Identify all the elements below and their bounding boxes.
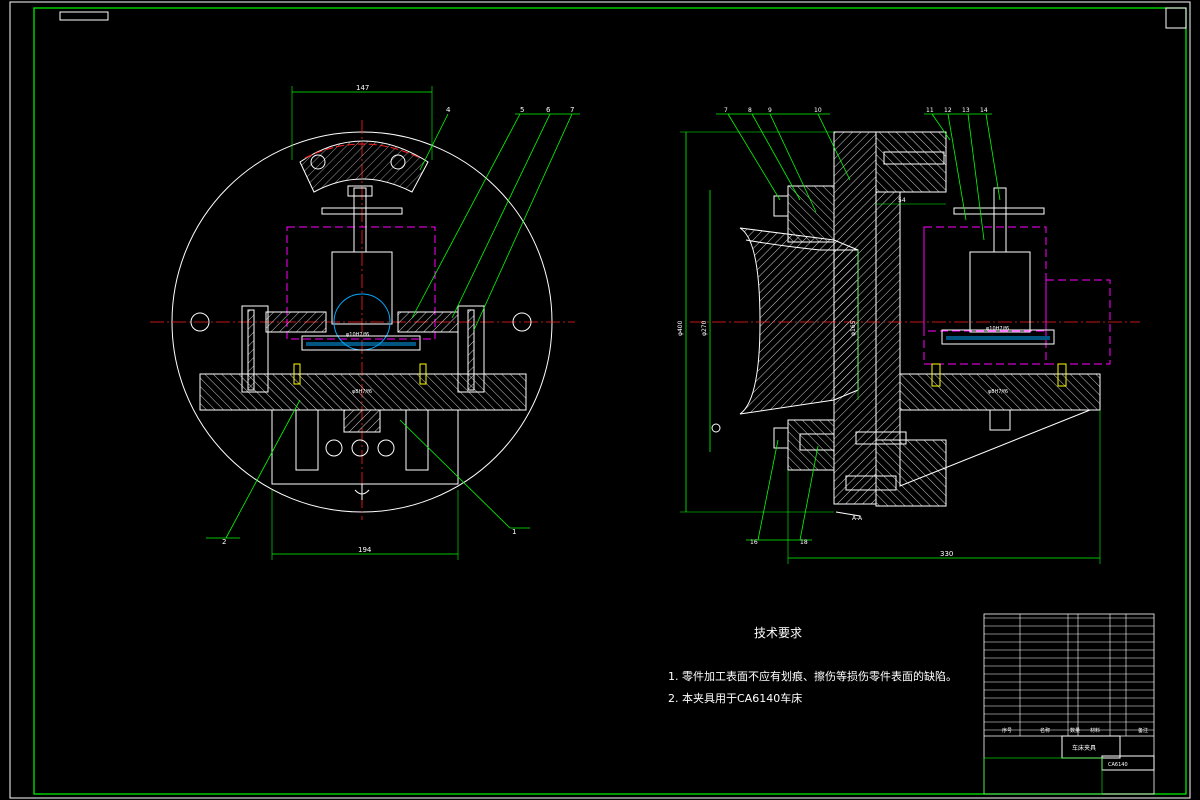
right-section-view bbox=[680, 113, 1140, 564]
drawing-frame bbox=[9, 1, 1191, 799]
technical-requirements-title: 技术要求 bbox=[754, 626, 803, 640]
bom-header-note: 备注 bbox=[1138, 727, 1148, 734]
callout-right-9: 9 bbox=[768, 107, 772, 114]
dim-left-center-fit: φ10H7/f6 bbox=[346, 332, 369, 338]
callout-right-18: 18 bbox=[800, 539, 808, 546]
dim-bottom-width: 194 bbox=[358, 546, 372, 554]
section-label: A-A bbox=[852, 515, 863, 522]
callout-right-7: 7 bbox=[724, 107, 728, 114]
bom-header-qty: 数量 bbox=[1070, 727, 1080, 734]
callout-left-5: 5 bbox=[520, 106, 524, 114]
callout-right-12: 12 bbox=[944, 107, 952, 114]
dim-dia-270: φ270 bbox=[701, 320, 708, 336]
dim-right-54: 54 bbox=[898, 197, 906, 204]
technical-requirement-1: 1. 零件加工表面不应有划痕、擦伤等损伤零件表面的缺陷。 bbox=[668, 670, 957, 683]
dim-dia-400: φ400 bbox=[677, 320, 684, 336]
callout-right-14: 14 bbox=[980, 107, 988, 114]
dim-dia-165: φ165 bbox=[850, 320, 857, 336]
dim-left-base-fit: φ8H7/f6 bbox=[352, 389, 372, 395]
bom-header-seq: 序号 bbox=[1002, 727, 1012, 734]
callout-left-7: 7 bbox=[570, 106, 574, 114]
left-front-view bbox=[150, 86, 580, 560]
dim-top-width: 147 bbox=[356, 84, 369, 92]
bom-header-name: 名称 bbox=[1040, 727, 1050, 734]
bom-header-material: 材料 bbox=[1090, 727, 1100, 734]
callout-left-2: 2 bbox=[222, 538, 226, 546]
drawing-name: 车床夹具 bbox=[1072, 744, 1096, 752]
dim-right-width: 330 bbox=[940, 550, 953, 558]
bom-table-lines bbox=[984, 617, 1154, 731]
dim-right-base-fit: φ8H7/f6 bbox=[988, 389, 1008, 395]
callout-right-11: 11 bbox=[926, 107, 934, 114]
callout-right-10: 10 bbox=[814, 107, 822, 114]
technical-requirement-2: 2. 本夹具用于CA6140车床 bbox=[668, 692, 803, 705]
dim-right-center-fit: φ10H7/f6 bbox=[986, 326, 1009, 332]
title-block bbox=[983, 613, 1155, 795]
callout-right-8: 8 bbox=[748, 107, 752, 114]
callout-right-16: 16 bbox=[750, 539, 758, 546]
callout-left-6: 6 bbox=[546, 106, 551, 114]
callout-left-4: 4 bbox=[446, 106, 451, 114]
callout-right-13: 13 bbox=[962, 107, 970, 114]
callout-left-1: 1 bbox=[512, 528, 516, 536]
drawing-machine: CA6140 bbox=[1108, 762, 1128, 768]
